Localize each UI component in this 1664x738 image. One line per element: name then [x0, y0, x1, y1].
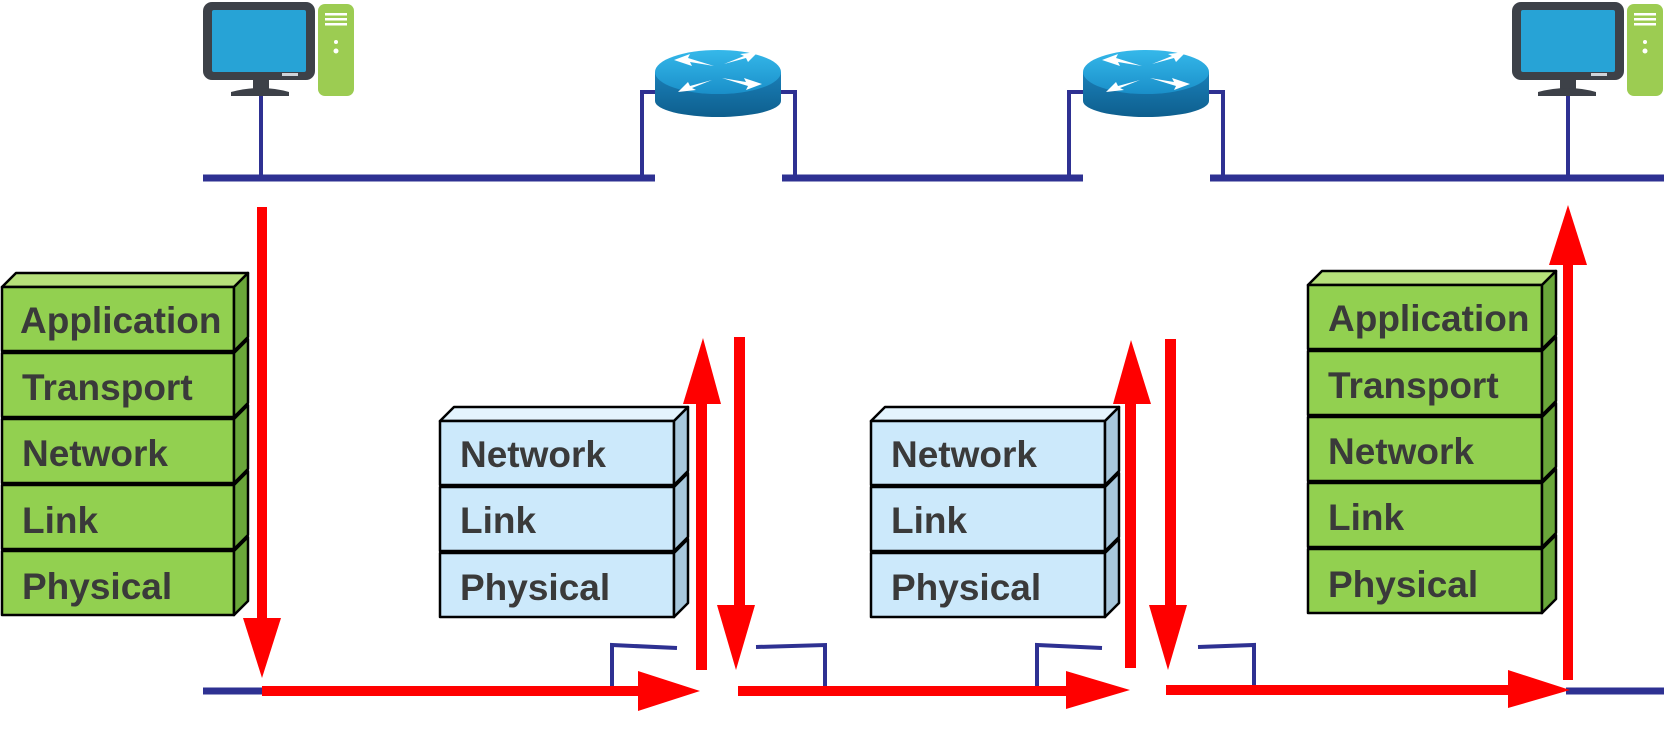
router-2-left-connector — [1067, 90, 1083, 178]
layer-label: Network — [22, 433, 168, 474]
layer-label: Physical — [891, 567, 1041, 608]
bottom-links — [203, 642, 1664, 695]
pc-tower-icon — [318, 4, 354, 96]
monitor-icon — [1512, 2, 1624, 96]
stack-layer: Transport — [0, 337, 250, 419]
top-topology — [203, 2, 1664, 182]
flow-arrows — [243, 205, 1587, 711]
layer-label: Network — [891, 434, 1037, 475]
left-host — [203, 2, 354, 96]
layer-label: Application — [20, 300, 221, 341]
stack-layer: Link — [438, 471, 690, 553]
router-1-stack: Network Link Physical — [438, 405, 690, 619]
stack-layer: Physical — [438, 537, 690, 619]
arrow-right-segment-1 — [262, 671, 700, 711]
layer-label: Physical — [460, 567, 610, 608]
layer-label: Physical — [22, 566, 172, 607]
stack-layer: Network — [0, 403, 250, 485]
right-host — [1512, 2, 1663, 96]
stack-layer: Physical — [1306, 533, 1558, 615]
router-2-bottom-right-connector — [1197, 642, 1256, 687]
layer-label: Link — [1328, 497, 1404, 538]
pc-tower-icon — [1627, 4, 1663, 96]
router-icon — [1083, 50, 1209, 117]
arrow-up-router-1 — [683, 338, 721, 670]
stack-layer: Link — [0, 469, 250, 551]
layer-label: Transport — [22, 367, 193, 408]
stack-layer: Transport — [1306, 335, 1558, 417]
right-host-stack: Application Transport Network Link Physi… — [1306, 269, 1558, 615]
stack-layer: Application — [1306, 269, 1558, 351]
arrow-down-router-2 — [1149, 339, 1187, 670]
arrow-up-router-2 — [1113, 340, 1151, 668]
arrow-down-left-host — [243, 207, 281, 678]
stack-layer: Network — [1306, 401, 1558, 483]
arrow-right-segment-2 — [738, 671, 1130, 709]
layer-label: Physical — [1328, 564, 1478, 605]
layer-label: Network — [460, 434, 606, 475]
layer-label: Transport — [1328, 365, 1499, 406]
monitor-icon — [203, 2, 315, 96]
router-2-bottom-left-connector — [1035, 642, 1103, 687]
stack-layer: Physical — [869, 537, 1121, 619]
arrow-down-router-1 — [717, 337, 755, 670]
stack-layer: Link — [869, 471, 1121, 553]
layer-label: Application — [1328, 298, 1529, 339]
router-2-right-connector — [1209, 90, 1225, 178]
stack-layer: Network — [438, 405, 690, 487]
router-2-stack: Network Link Physical — [869, 405, 1121, 619]
stack-layer: Application — [0, 271, 250, 353]
layer-label: Network — [1328, 431, 1474, 472]
router-1-left-connector — [640, 90, 656, 178]
left-host-stack: Application Transport Network Link Physi… — [0, 271, 250, 617]
arrow-right-segment-3 — [1166, 670, 1570, 708]
router-icon — [655, 50, 781, 117]
router-1-right-connector — [781, 90, 797, 178]
layer-label: Link — [22, 500, 98, 541]
stack-layer: Physical — [0, 535, 250, 617]
stack-layer: Link — [1306, 467, 1558, 549]
arrow-up-right-host — [1549, 205, 1587, 680]
stack-layer: Network — [869, 405, 1121, 487]
layer-label: Link — [891, 500, 967, 541]
router-1-bottom-right-connector — [755, 642, 827, 687]
router-1-bottom-left-connector — [610, 642, 678, 687]
layer-label: Link — [460, 500, 536, 541]
